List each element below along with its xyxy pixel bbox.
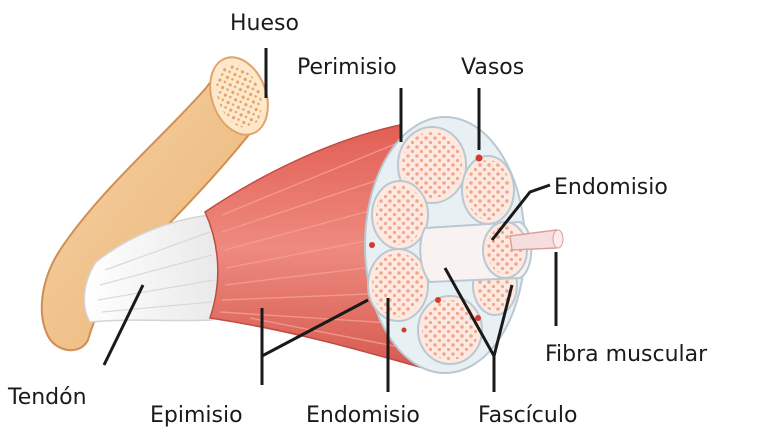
label-fibra-muscular: Fibra muscular: [545, 342, 708, 367]
label-hueso: Hueso: [230, 11, 299, 36]
label-perimisio: Perimisio: [297, 55, 397, 80]
vessel: [475, 315, 481, 321]
label-endomisio-top: Endomisio: [554, 175, 668, 200]
label-endomisio-bottom: Endomisio: [306, 403, 420, 428]
vessel: [435, 297, 441, 303]
label-epimisio: Epimisio: [150, 403, 243, 428]
vessel: [369, 242, 375, 248]
label-vasos: Vasos: [461, 55, 524, 80]
label-tendon: Tendón: [7, 385, 87, 410]
label-fasciculo: Fascículo: [478, 403, 577, 428]
vessel: [402, 328, 407, 333]
muscle-cross-section: [365, 117, 563, 373]
vessel: [476, 155, 483, 162]
